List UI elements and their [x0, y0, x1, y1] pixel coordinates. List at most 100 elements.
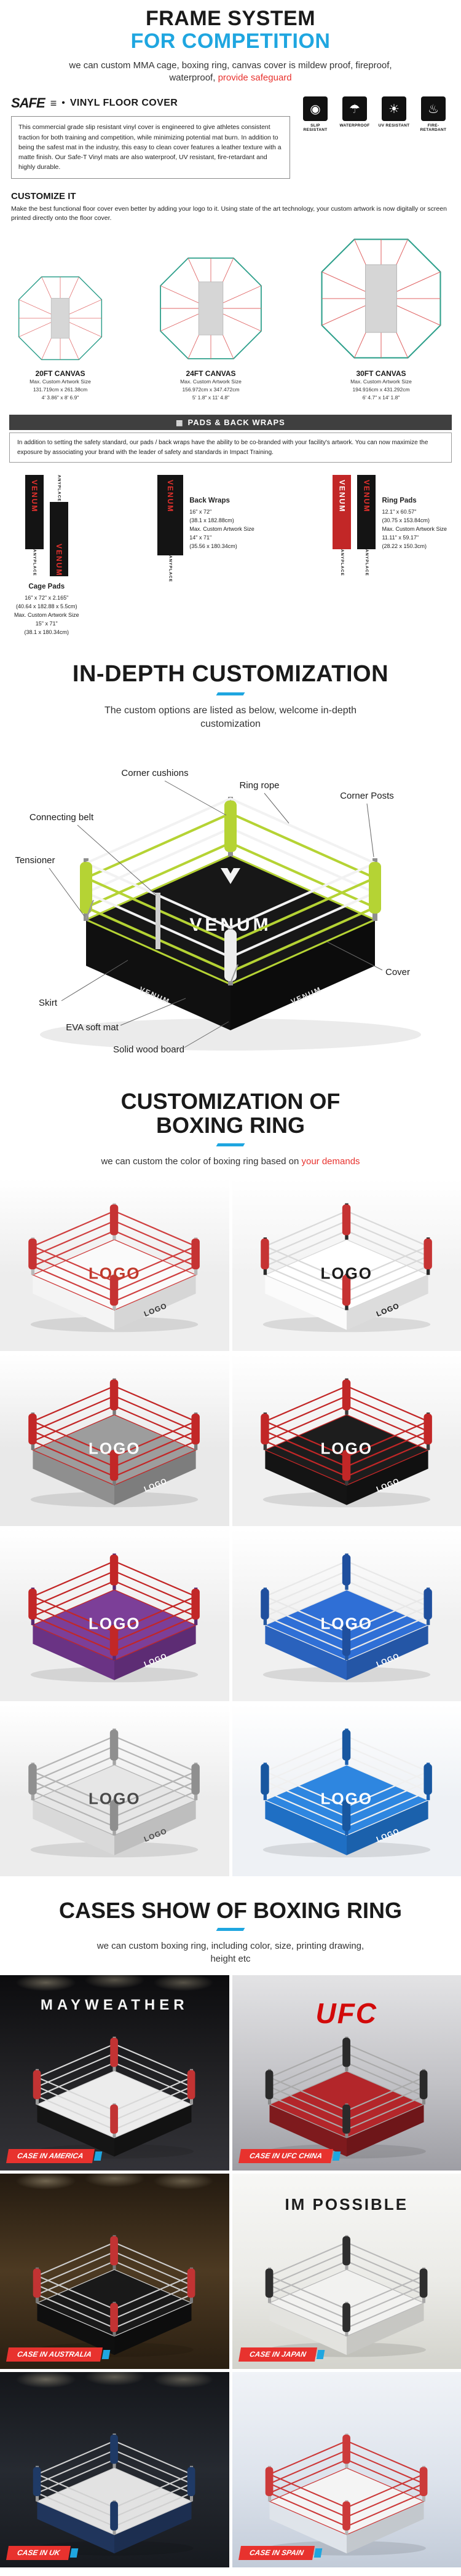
waterproof-icon: ☂ [342, 96, 367, 121]
ring-color-option-8: LOGO LOGO [232, 1704, 461, 1876]
ring-part-label: Tensioner [15, 855, 55, 866]
case-badge-label: CASE IN AUSTRALIA [17, 2350, 92, 2359]
canvas-name: 30FT CANVAS [316, 369, 446, 378]
pad-name: Back Wraps [189, 496, 254, 507]
canvas-name: 24FT CANVAS [156, 369, 266, 378]
badge-label: UV RESISTANT [377, 123, 411, 128]
in-depth-subtitle: The custom options are listed as below, … [95, 704, 366, 732]
badge-slip-resistant: ◉ SLIP RESISTANT [299, 96, 332, 178]
canvas-note: Max. Custom Artwork Size [316, 378, 446, 386]
canvas-size-ft: 6' 4.7" x 14' 1.8" [316, 394, 446, 402]
connecting-belt [156, 893, 160, 949]
floor-cover-section: SAFE ≡ • VINYL FLOOR COVER This commerci… [11, 95, 450, 178]
brand-alt-text: ANYPLACE [340, 549, 344, 576]
ring-part-label: Ring rope [239, 780, 279, 791]
cases-grid: MAYWEATHER CASE IN AMERICA UFC CASE IN U… [0, 1975, 461, 2567]
heading-accent-bar [216, 1143, 245, 1146]
cage-pad-image: ANYPLACE VENUM [50, 475, 68, 576]
boxing-ring-graphic [248, 2017, 445, 2171]
case-badge-label: CASE IN AMERICA [17, 2151, 84, 2160]
hero-title-line2: FOR COMPETITION [0, 30, 461, 53]
brand-text: VENUM [337, 475, 346, 512]
boxing-ring-graphic [16, 2414, 213, 2567]
ring-photo: LOGO LOGO [232, 1529, 461, 1701]
heading-accent-bar [216, 1928, 245, 1931]
ring-colors-section: CUSTOMIZATION OF BOXING RING we can cust… [0, 1089, 461, 1876]
case-badge: CASE IN AUSTRALIA [6, 2347, 103, 2362]
ring-part-label: Cover [385, 967, 410, 977]
hero-subtitle: we can custom MMA cage, boxing ring, can… [46, 60, 415, 85]
ring-part-label: EVA soft mat [66, 1022, 119, 1033]
case-wall-text: IM POSSIBLE [232, 2195, 461, 2214]
pad-item-cage-pads: VENUM ANYPLACE ANYPLACE VENUM Cage Pads … [14, 475, 79, 637]
corner-cushion [80, 862, 92, 914]
pad-spec: 15" x 71" [14, 620, 79, 628]
bottom-padding [0, 2567, 461, 2576]
canvas-size-ft: 4' 3.86" x 8' 6.9" [15, 394, 106, 402]
ring-photo: LOGO LOGO [232, 1354, 461, 1526]
ring-color-option-6: LOGO LOGO [232, 1529, 461, 1701]
pad-spec: Max. Custom Artwork Size [14, 611, 79, 620]
pad-item-back-wraps: VENUM ANYPLACE Back Wraps 16" x 72" (38.… [157, 475, 254, 637]
hero-subtitle-highlight: provide safeguard [218, 72, 292, 83]
pads-description: In addition to setting the safety standa… [17, 439, 428, 456]
brand-text: VENUM [55, 539, 63, 576]
floor-cover-description-box: This commercial grade slip resistant vin… [11, 116, 290, 178]
badge-waterproof: ☂ WATERPROOF [338, 96, 371, 178]
ring-photo: LOGO LOGO [0, 1179, 229, 1351]
pad-spec: Max. Custom Artwork Size [382, 525, 447, 534]
customize-heading: CUSTOMIZE IT [11, 191, 450, 202]
canvas-size-cm: 156.972cm x 347.472cm [156, 386, 266, 394]
boxing-ring-graphic [16, 2215, 213, 2369]
case-badge: CASE IN SPAIN [238, 2546, 314, 2560]
ring-pad-image: VENUM ANYPLACE [357, 475, 376, 576]
corner-cushion [224, 801, 237, 852]
canvas-logo-text: LOGO [89, 1789, 141, 1808]
canvas-size-cm: 194.916cm x 431.292cm [316, 386, 446, 394]
canvas-logo-text: LOGO [320, 1439, 372, 1458]
uv-resistant-icon: ☀ [382, 96, 406, 121]
ring-colors-subtitle-highlight: your demands [301, 1156, 360, 1167]
ring-color-option-4: LOGO LOGO [232, 1354, 461, 1526]
pad-spec: (38.1 x 180.34cm) [14, 628, 79, 637]
cases-subtitle: we can custom boxing ring, including col… [95, 1940, 366, 1965]
case-badge-label: CASE IN UFC CHINA [248, 2151, 322, 2160]
case-badge: CASE IN AMERICA [6, 2149, 95, 2163]
case-card-spain: CASE IN SPAIN [232, 2372, 461, 2567]
ring-color-option-3: LOGO LOGO [0, 1354, 229, 1526]
brand-alt-text: ANYPLACE [168, 555, 173, 582]
case-card-america: MAYWEATHER CASE IN AMERICA [0, 1975, 229, 2171]
brand-alt-text: ANYPLACE [57, 475, 61, 502]
ring-photo: LOGO LOGO [0, 1354, 229, 1526]
ring-colors-heading-line2: BOXING RING [0, 1113, 461, 1138]
ring-photo: LOGO LOGO [0, 1529, 229, 1701]
boxing-ring-graphic [248, 2215, 445, 2369]
ring-color-option-7: LOGO LOGO [0, 1704, 229, 1876]
ring-colors-subtitle-text: we can custom the color of boxing ring b… [101, 1156, 299, 1167]
bullet-icon: • [61, 98, 65, 109]
ring-part-label: Corner cushions [121, 768, 188, 778]
ring-photo: LOGO LOGO [0, 1704, 229, 1876]
pad-spec: (40.64 x 182.88 x 5.5cm) [14, 603, 79, 611]
hero-section: FRAME SYSTEM FOR COMPETITION we can cust… [0, 0, 461, 84]
canvas-size-ft: 5' 1.8" x 11' 4.8" [156, 394, 266, 402]
canvas-name: 20FT CANVAS [15, 369, 106, 378]
in-depth-heading: IN-DEPTH CUSTOMIZATION [0, 662, 461, 687]
pad-item-ring-pads: VENUM ANYPLACE VENUM ANYPLACE Ring Pads … [333, 475, 447, 637]
case-badge-label: CASE IN JAPAN [248, 2350, 306, 2359]
badge-uv-resistant: ☀ UV RESISTANT [377, 96, 411, 178]
canvas-30ft: 30FT CANVAS Max. Custom Artwork Size 194… [316, 233, 446, 401]
brand-alt-text: ANYPLACE [364, 549, 369, 576]
hero-title-line1: FRAME SYSTEM [0, 7, 461, 30]
back-wrap-image: VENUM ANYPLACE [157, 475, 183, 582]
cases-heading: CASES SHOW OF BOXING RING [0, 1898, 461, 1923]
ring-color-option-2: LOGO LOGO [232, 1179, 461, 1351]
canvas-logo-text: LOGO [320, 1264, 372, 1283]
ring-part-label: Connecting belt [30, 812, 94, 823]
octagon-diagram-24ft [156, 253, 266, 364]
case-badge: CASE IN JAPAN [238, 2347, 317, 2362]
case-card-ufc-china: UFC CASE IN UFC CHINA [232, 1975, 461, 2171]
case-badge: CASE IN UFC CHINA [238, 2149, 333, 2163]
case-card-australia: CASE IN AUSTRALIA [0, 2174, 229, 2369]
